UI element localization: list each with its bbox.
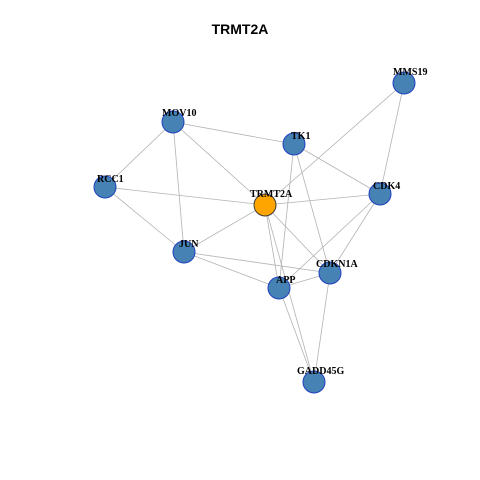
edge-trmt2a-gadd45g [264, 204, 315, 383]
node-mms19[interactable] [392, 71, 416, 95]
node-tk1[interactable] [282, 132, 306, 156]
node-label-mov10: MOV10 [162, 108, 196, 119]
node-label-tk1: TK1 [291, 131, 310, 142]
node-label-mms19: MMS19 [393, 67, 427, 78]
node-gadd45g[interactable] [302, 370, 326, 394]
edge-trmt2a-cdkn1a [264, 204, 331, 274]
edge-mov10-jun [172, 121, 185, 253]
edge-cdk4-app [278, 193, 381, 289]
edge-trmt2a-jun [183, 204, 266, 253]
edge-rcc1-trmt2a [104, 186, 266, 206]
node-label-jun: JUN [179, 239, 199, 250]
figure-title: TRMT2A [211, 21, 269, 37]
edge-trmt2a-cdk4 [264, 193, 381, 206]
node-label-trmt2a: TRMT2A [250, 189, 293, 200]
node-jun[interactable] [172, 240, 196, 264]
edge-mms19-cdk4 [379, 82, 405, 195]
node-mov10[interactable] [161, 110, 185, 134]
node-label-gadd45g: GADD45G [297, 366, 344, 377]
edge-rcc1-jun [104, 186, 185, 253]
node-rcc1[interactable] [93, 175, 117, 199]
edge-cdk4-cdkn1a [329, 193, 381, 274]
node-trmt2a[interactable] [253, 193, 277, 217]
edge-app-gadd45g [278, 287, 315, 383]
edge-mms19-trmt2a [264, 82, 405, 206]
edge-mov10-tk1 [172, 121, 295, 145]
edge-mov10-rcc1 [104, 121, 174, 188]
edge-mov10-trmt2a [172, 121, 266, 206]
node-cdkn1a[interactable] [318, 261, 342, 285]
edge-layer [104, 82, 405, 383]
node-app[interactable] [267, 276, 291, 300]
edge-jun-cdkn1a [183, 251, 331, 274]
node-label-rcc1: RCC1 [97, 174, 124, 185]
edge-jun-app [183, 251, 280, 289]
node-label-app: APP [276, 275, 295, 286]
node-cdk4[interactable] [368, 182, 392, 206]
edge-cdkn1a-gadd45g [313, 272, 331, 383]
edge-trmt2a-app [264, 204, 280, 289]
node-label-cdkn1a: CDKN1A [316, 259, 358, 270]
edge-tk1-cdkn1a [293, 143, 331, 274]
node-label-cdk4: CDK4 [373, 181, 400, 192]
edge-tk1-cdk4 [293, 143, 381, 195]
